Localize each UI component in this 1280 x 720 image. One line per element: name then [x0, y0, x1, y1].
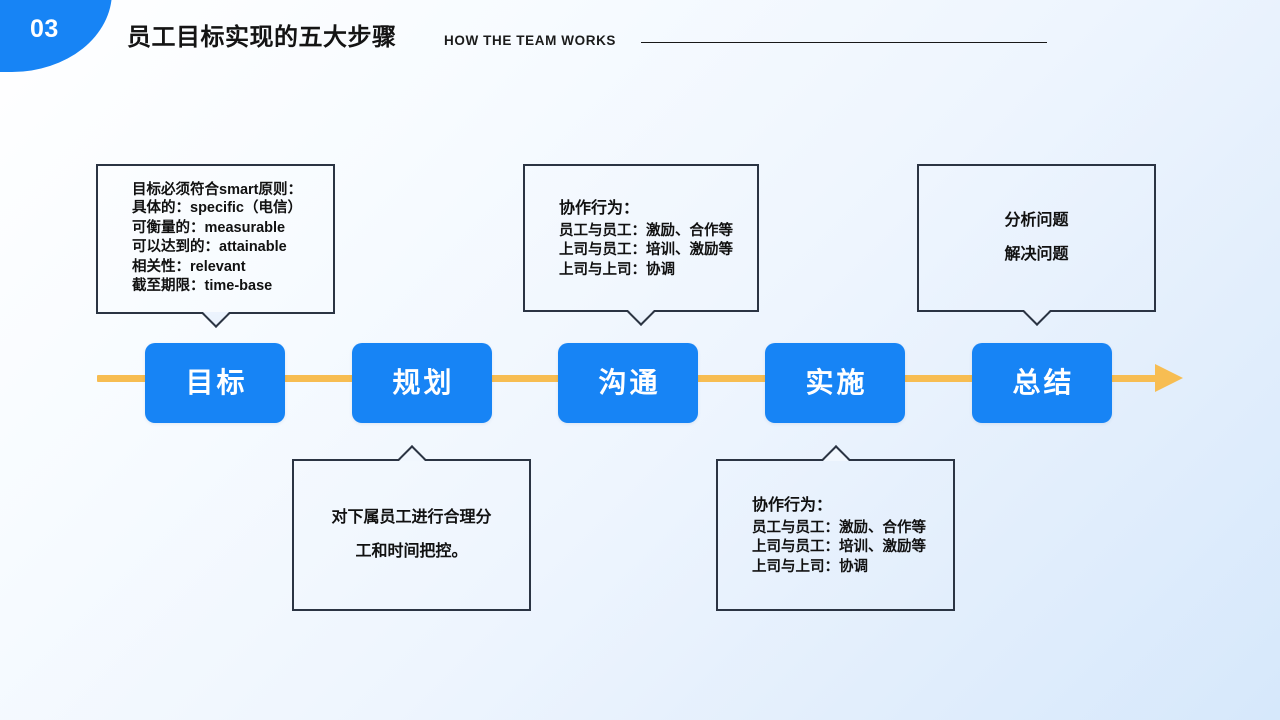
callout-plan-pointer-icon [394, 445, 430, 461]
callout-goal-notch-mask [200, 310, 231, 315]
step-button-goal[interactable]: 目标 [145, 343, 285, 423]
callout-goal-line-5: 截至期限：time-base [132, 278, 273, 294]
callout-implementation-line-1: 上司与员工：培训、激励等 [752, 539, 926, 556]
callout-implementation-line-0: 员工与员工：激励、合作等 [752, 519, 926, 536]
callout-goal: 目标必须符合smart原则： 具体的：specific（电信） 可衡量的：mea… [96, 164, 335, 314]
callout-communication-body: 协作行为： 员工与员工：激励、合作等 上司与员工：培训、激励等 上司与上司：协调 [525, 166, 757, 310]
callout-plan-line-0: 对下属员工进行合理分 [331, 509, 492, 526]
callout-goal-line-3: 可以达到的：attainable [132, 239, 287, 255]
callout-plan-body: 对下属员工进行合理分 工和时间把控。 [294, 461, 529, 609]
header-divider-line [641, 42, 1047, 43]
step-label: 目标 [185, 367, 248, 398]
step-label: 总结 [1012, 367, 1075, 398]
step-label: 沟通 [598, 367, 661, 398]
callout-implementation-heading: 协作行为： [752, 496, 833, 514]
step-button-implementation[interactable]: 实施 [765, 343, 905, 423]
section-number: 03 [30, 15, 59, 43]
page-title: 员工目标实现的五大步骤 [127, 24, 397, 51]
page-subtitle: HOW THE TEAM WORKS [444, 33, 617, 48]
callout-summary-line-0: 分析问题 [1004, 212, 1069, 229]
callout-communication-notch-mask [626, 308, 657, 313]
callout-summary-line-1: 解决问题 [1004, 246, 1069, 263]
step-label: 实施 [805, 367, 868, 398]
callout-plan-line-1: 工和时间把控。 [355, 543, 468, 560]
callout-summary-notch-mask [1021, 308, 1052, 313]
callout-summary-body: 分析问题 解决问题 [919, 166, 1154, 310]
callout-goal-line-2: 可衡量的：measurable [132, 219, 286, 236]
step-button-communication[interactable]: 沟通 [558, 343, 698, 423]
callout-summary: 分析问题 解决问题 [917, 164, 1156, 312]
step-button-plan[interactable]: 规划 [352, 343, 492, 423]
callout-plan: 对下属员工进行合理分 工和时间把控。 [292, 459, 531, 611]
callout-implementation-body: 协作行为： 员工与员工：激励、合作等 上司与员工：培训、激励等 上司与上司：协调 [718, 461, 953, 609]
callout-implementation: 协作行为： 员工与员工：激励、合作等 上司与员工：培训、激励等 上司与上司：协调 [716, 459, 955, 611]
step-button-summary[interactable]: 总结 [972, 343, 1112, 423]
callout-communication-heading: 协作行为： [559, 199, 640, 217]
callout-communication-line-2: 上司与上司：协调 [559, 261, 675, 278]
callout-goal-line-4: 相关性：relevant [132, 258, 246, 275]
callout-implementation-line-2: 上司与上司：协调 [752, 558, 868, 575]
callout-communication-line-1: 上司与员工：培训、激励等 [559, 242, 733, 259]
callout-implementation-pointer-icon [818, 445, 854, 461]
callout-communication: 协作行为： 员工与员工：激励、合作等 上司与员工：培训、激励等 上司与上司：协调 [523, 164, 759, 312]
callout-goal-line-1: 具体的：specific（电信） [132, 200, 302, 216]
timeline-arrow-icon [1155, 364, 1183, 392]
step-label: 规划 [392, 367, 455, 398]
callout-communication-line-0: 员工与员工：激励、合作等 [559, 222, 733, 239]
callout-goal-body: 目标必须符合smart原则： 具体的：specific（电信） 可衡量的：mea… [98, 166, 333, 312]
callout-goal-line-0: 目标必须符合smart原则： [132, 181, 302, 198]
